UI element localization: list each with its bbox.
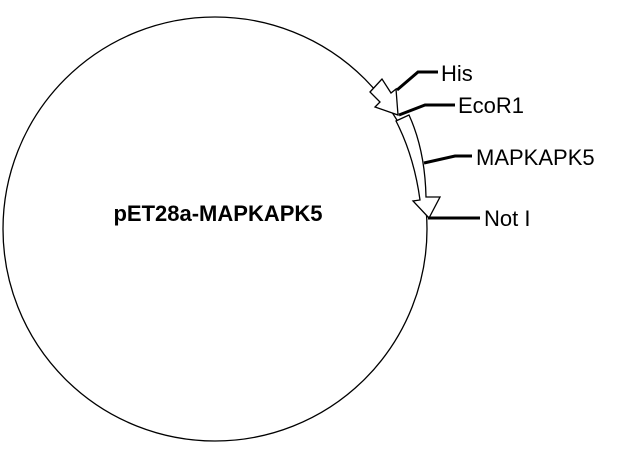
plasmid-name: pET28a-MAPKAPK5 <box>113 201 322 226</box>
mapkapk5-label: MAPKAPK5 <box>476 145 595 170</box>
mapkapk5-leader-line <box>423 154 472 165</box>
mapkapk5-insert-arrow <box>395 114 442 220</box>
his-leader-line <box>396 70 438 92</box>
his-tag-arrow <box>369 77 399 116</box>
noti-label: Not I <box>484 206 530 231</box>
ecor1-label: EcoR1 <box>458 93 524 118</box>
ecor1-leader-line <box>398 103 455 117</box>
his-label: His <box>441 61 473 86</box>
plasmid-backbone <box>2 16 428 442</box>
